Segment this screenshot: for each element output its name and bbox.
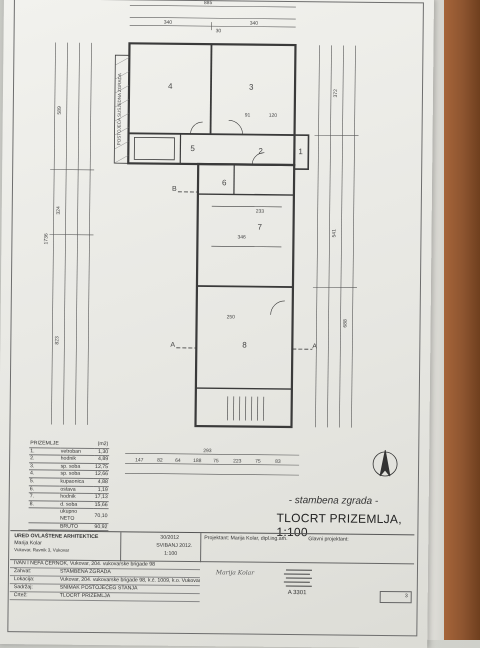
room-5-label: 5 [190,144,195,153]
dim-top-mid: 30 [216,28,222,34]
designer-box: Projektant: Marija Kolar, dipl.ing.arh. … [200,533,414,564]
dim-left-lower: 823 [54,336,60,344]
dim-room8-width: 250 [227,314,235,320]
dim-bottom-6: 223 [233,458,241,464]
office-address: Vukovar, Ravnik 3, Vukovar [14,547,69,553]
drawing-date: SVIBANJ 2012. [156,543,192,549]
dim-left-mid: 324 [56,206,62,214]
north-arrow-icon [373,450,397,476]
dim-bottom-3: 64 [175,458,181,464]
dim-bottom-2: 82 [157,458,163,464]
designer-name: Projektant: Marija Kolar, dipl.ing.arh. [204,535,287,542]
dim-right-b: 541 [331,229,337,237]
drawing-number: 30/2012 [160,535,179,541]
title-block: URED OVLAŠTENE ARHITEKTICE Marija Kolar … [9,530,414,637]
dim-room2-door: 91 [245,113,251,119]
dim-bottom-1: 147 [135,457,143,463]
office-stamp-logo-icon [280,562,320,592]
chief-designer: Glavni projektant: [308,536,348,542]
number-date-box: 30/2012 SVIBANJ 2012. 1:100 [120,532,201,562]
section-mark-a-left: A [170,342,175,349]
room-4-label: 4 [168,82,173,91]
office-name: Marija Kolar [14,540,42,546]
section-mark-a-right: A [312,343,317,350]
signature: Marija Kolar [216,569,254,576]
office-title: URED OVLAŠTENE ARHITEKTICE [14,533,98,540]
room-1-label: 1 [298,147,303,156]
section-mark-b: B [172,186,177,193]
legend-header-label: PRIZEMLJE [29,440,60,447]
drawing-scale: 1:100 [164,551,177,557]
drawing-subtitle: - stambena zgrada - [289,495,379,507]
dim-top-total: 885 [204,0,212,6]
drawing-sheet: 4 3 5 2 1 6 7 8 POSTOJEĆA SUSJEDNA ZGRAD… [0,0,434,648]
dim-room7-width: 346 [237,234,245,240]
room-3-label: 3 [249,83,254,92]
neighbour-building-label: POSTOJEĆA SUSJEDNA ZGRADA [116,73,122,145]
dim-top-left: 340 [164,20,172,26]
dim-right-a: 372 [333,89,339,97]
office-box: URED OVLAŠTENE ARHITEKTICE Marija Kolar … [10,531,121,561]
dim-bottom-7: 75 [255,459,261,465]
dim-left-upper: 589 [57,106,63,114]
room-6-label: 6 [222,178,227,187]
sheet-number: 3 [405,593,408,599]
dim-right-c: 688 [343,319,349,327]
dim-bottom-8: 83 [275,459,281,465]
dim-room3-door: 120 [269,113,277,119]
dim-top-right: 340 [250,21,258,27]
dim-left-total: 1736 [43,233,49,244]
sheet-number-box: 3 [380,591,412,603]
dim-bottom-4: 188 [193,458,201,464]
title-field-row: Crtež:TLOCRT PRIZEMLJA [10,591,200,602]
sheet-id: A 3301 [288,590,307,596]
dim-room7-inner: 233 [256,209,264,215]
dim-bottom-5: 75 [213,458,219,464]
room-8-label: 8 [242,341,247,350]
room-7-label: 7 [258,223,263,232]
dim-bottom-total: 293 [203,448,211,454]
room-2-label: 2 [258,147,263,156]
